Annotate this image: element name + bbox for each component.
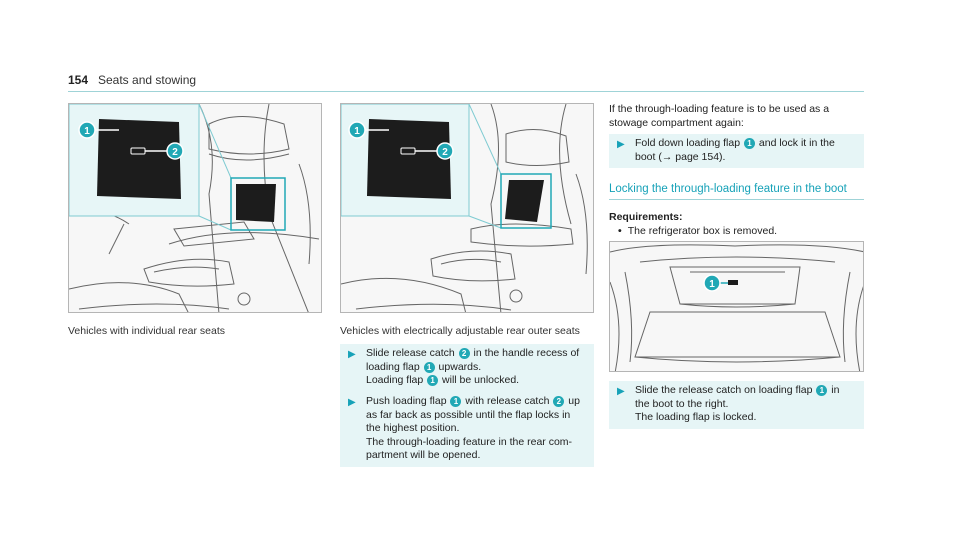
callout-1-label: 1	[84, 126, 90, 137]
step-arrow-icon: ▶	[348, 349, 356, 360]
step-arrow-icon: ▶	[348, 397, 356, 408]
callout-1-badge: 1	[423, 361, 435, 373]
callout-2-marker	[436, 142, 454, 160]
page-number: 154	[68, 73, 89, 87]
callout-1-marker	[78, 121, 96, 139]
page-header: 154 Seats and stowing	[68, 70, 864, 92]
callout-2-badge: 2	[553, 396, 565, 407]
figure-boot-loading-flap: 1	[609, 241, 864, 372]
callout-2-label: 2	[442, 147, 448, 158]
callout-2-badge: 2	[458, 348, 470, 359]
heading-underline	[609, 199, 864, 200]
callout-1-label: 1	[709, 279, 715, 290]
step-fold-down-flap: ▶ Fold down loading flap 1 and lock it i…	[609, 134, 864, 168]
bullet-icon: •	[618, 225, 622, 237]
callout-1-label: 1	[354, 126, 360, 137]
step-push-loading-flap: ▶ Push loading flap 1 with release catch…	[340, 392, 594, 467]
intro-paragraph: If the through-loading feature is to be …	[609, 103, 830, 129]
section-title: Seats and stowing	[98, 73, 197, 87]
step-arrow-icon: ▶	[617, 386, 625, 397]
step-slide-release-catch: ▶ Slide release catch 2 in the handle re…	[340, 344, 594, 392]
callout-1-marker	[348, 121, 366, 139]
callout-1-badge: 1	[744, 138, 755, 149]
callout-2-marker	[166, 142, 184, 160]
requirements-title: Requirements:	[609, 211, 683, 223]
callout-1-badge: 1	[450, 396, 462, 407]
callout-2-label: 2	[172, 147, 178, 158]
callout-1-marker	[703, 274, 721, 292]
caption-individual-seats: Vehicles with individual rear seats	[68, 325, 225, 337]
figure-electrically-adjustable-seats: 1 2	[340, 103, 594, 313]
step-arrow-icon: ▶	[617, 139, 625, 150]
requirement-item: •The refrigerator box is removed.	[618, 225, 778, 237]
callout-1-badge: 1	[427, 375, 439, 386]
callout-1-badge: 1	[816, 385, 828, 396]
section-heading-locking: Locking the through-loading feature in t…	[609, 183, 847, 195]
step-slide-catch-boot: ▶ Slide the release catch on loading fla…	[609, 381, 864, 429]
page-reference-link[interactable]: boot (→ page 154).	[635, 150, 726, 163]
figure-individual-rear-seats: 1 2	[68, 103, 322, 313]
caption-electric-seats: Vehicles with electrically adjustable re…	[340, 325, 580, 337]
